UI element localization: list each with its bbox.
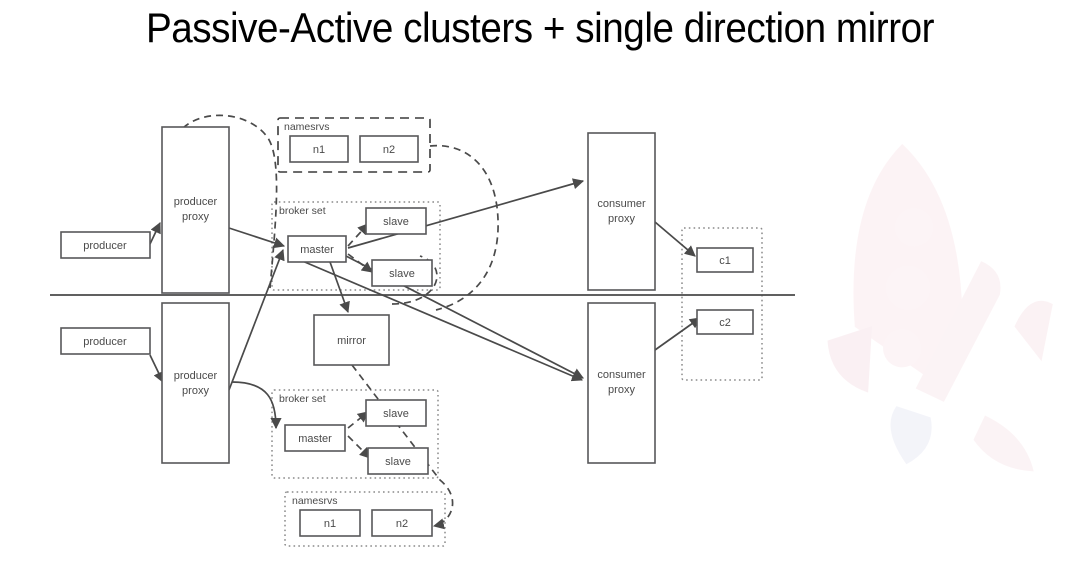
diagram-canvas: namesrvs broker set broker set namesrvs [50,114,795,547]
node-broker-slave1-top[interactable] [365,207,427,235]
edge-mirror-to-namesrvs-bottom [351,364,454,530]
node-label-consumer-proxy-bottom-line2: proxy [608,384,635,396]
node-label-broker-master-top: master [300,244,334,256]
node-label-broker-slave2-bottom: slave [385,456,411,468]
edge-producer-proxy-to-master-top [228,227,286,249]
node-consumer-c2[interactable] [696,309,754,335]
architecture-diagram: namesrvs broker set broker set namesrvs [0,60,1080,562]
group-label-namesrvs-top: namesrvs [284,121,330,133]
node-broker-master-bottom[interactable] [284,424,346,452]
edge-master-to-slave1-bottom [347,411,369,429]
node-broker-slave1-bottom[interactable] [365,399,427,427]
node-namesrv-n2-top[interactable] [359,135,419,163]
group-namesrvs-bottom [284,491,446,547]
node-broker-master-top[interactable] [287,235,347,263]
node-broker-slave2-bottom[interactable] [367,447,429,475]
node-label-broker-slave1-bottom: slave [383,408,409,420]
node-producer-top[interactable] [60,231,151,259]
node-label-producer-top: producer [83,240,127,252]
edge-producer-to-producer-proxy-bottom [149,354,164,383]
node-consumer-c1[interactable] [696,247,754,273]
node-label-producer-proxy-top-line2: proxy [182,211,209,223]
node-consumer-proxy-bottom[interactable] [587,302,656,464]
edge-producer-proxy-to-master-bottom [231,381,282,430]
group-broker-set-top [271,201,441,291]
edge-master-to-consumer-proxy-top [347,178,585,249]
edge-master-to-slave2-bottom [347,435,371,459]
node-label-broker-slave2-top: slave [389,268,415,280]
node-producer-proxy-top[interactable] [161,126,230,294]
node-label-consumer-proxy-top-line2: proxy [608,213,635,225]
node-namesrv-n1-top[interactable] [289,135,349,163]
node-label-consumer-c2: c2 [719,317,731,329]
edge-master-to-slave1-top [347,223,369,247]
node-label-producer-proxy-bottom-line2: proxy [182,385,209,397]
page-title: Passive-Active clusters + single directi… [145,4,935,51]
node-label-namesrv-n1-top: n1 [313,144,325,156]
node-label-namesrv-n1-bottom: n1 [324,518,336,530]
edge-producer-to-producer-proxy-top [149,222,161,245]
node-label-mirror: mirror [337,335,366,347]
node-namesrv-n2-bottom[interactable] [371,509,433,537]
node-label-producer-proxy-top-line1: producer [174,196,218,208]
node-label-producer-proxy-bottom-line1: producer [174,370,218,382]
node-label-broker-master-bottom: master [298,433,332,445]
node-namesrv-n1-bottom[interactable] [299,509,361,537]
group-label-broker-set-top: broker set [279,205,326,217]
node-label-consumer-proxy-top-line1: consumer [597,198,646,210]
edge-namesrvs-to-broker-arc-top [429,144,499,311]
node-label-consumer-proxy-bottom-line1: consumer [597,369,646,381]
group-namesrvs-top [277,117,431,173]
edge-producer-proxy-up-bottom [228,248,285,391]
node-broker-slave2-top[interactable] [371,259,433,287]
edge-consumer-proxy-to-c1 [654,221,696,257]
edge-top-master-to-mirror [329,261,350,314]
group-label-broker-set-bottom: broker set [279,393,326,405]
node-label-producer-bottom: producer [83,336,127,348]
edge-bottom-master-to-consumer-proxy [299,259,584,382]
node-consumer-proxy-top[interactable] [587,132,656,291]
edge-consumer-proxy-to-c2 [654,317,701,351]
node-label-namesrv-n2-top: n2 [383,144,395,156]
node-label-namesrv-n2-bottom: n2 [396,518,408,530]
node-label-consumer-c1: c1 [719,255,731,267]
edge-producer-proxy-to-namesrvs-top [182,114,278,289]
node-producer-proxy-bottom[interactable] [161,302,230,464]
node-label-broker-slave1-top: slave [383,216,409,228]
group-label-namesrvs-bottom: namesrvs [292,495,338,507]
group-broker-set-bottom [271,389,439,479]
node-mirror[interactable] [313,314,390,366]
node-producer-bottom[interactable] [60,327,151,355]
